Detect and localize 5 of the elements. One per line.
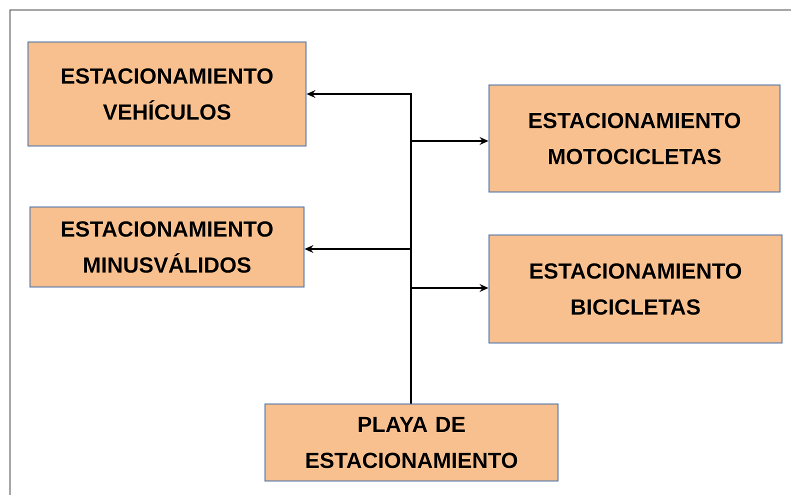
process-box: ESTACIONAMIENTO MOTOCICLETAS bbox=[488, 84, 781, 192]
process-box: PLAYA DE ESTACIONAMIENTO bbox=[264, 404, 558, 482]
process-box: ESTACIONAMIENTO VEHÍCULOS bbox=[28, 42, 306, 146]
process-box: ESTACIONAMIENTO BICICLETAS bbox=[488, 234, 783, 344]
process-box: ESTACIONAMIENTO MINUSVÁLIDOS bbox=[30, 206, 304, 288]
